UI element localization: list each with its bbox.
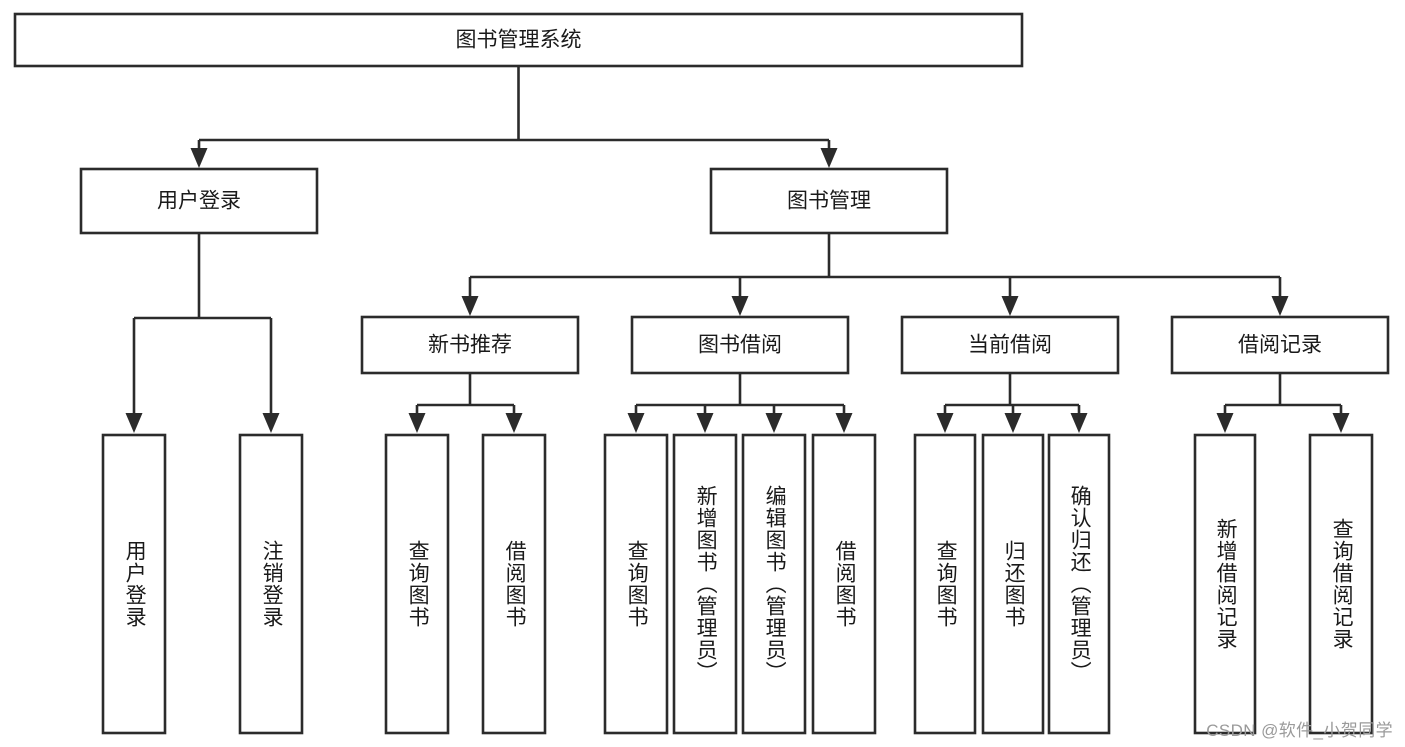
leaf-borrow-book-1-box[interactable]: [481, 433, 547, 735]
level3-borrow-record-label: 借阅记录: [1238, 334, 1322, 357]
watermark-text: CSDN @软件_小贺同学: [1206, 721, 1393, 740]
leaf-query-book-2-box[interactable]: [603, 433, 669, 735]
arrow-head-icon: [731, 296, 749, 316]
leaf-user-logout-box[interactable]: [238, 433, 304, 735]
leaf-confirm-return-admin-box[interactable]: [1047, 433, 1111, 735]
arrow-head-icon: [765, 413, 783, 433]
leaf-return-book-box[interactable]: [981, 433, 1045, 735]
level3-current-borrow-label: 当前借阅: [968, 334, 1052, 357]
leaf-edit-book-admin-box[interactable]: [741, 433, 807, 735]
connector-layer: [125, 66, 1350, 433]
arrow-head-icon: [835, 413, 853, 433]
arrow-head-icon: [125, 413, 143, 433]
leaf-add-book-admin-box[interactable]: [672, 433, 738, 735]
arrow-head-icon: [627, 413, 645, 433]
arrow-head-icon: [820, 148, 838, 168]
arrow-head-icon: [1004, 413, 1022, 433]
level2-user-login-box[interactable]: [79, 167, 319, 235]
arrow-head-icon: [262, 413, 280, 433]
arrow-head-icon: [190, 148, 208, 168]
leaf-query-book-1-box[interactable]: [384, 433, 450, 735]
level3-new-book-recommend-box[interactable]: [360, 315, 580, 375]
leaf-query-book-3-box[interactable]: [913, 433, 977, 735]
arrow-head-icon: [505, 413, 523, 433]
level3-book-borrow-box[interactable]: [630, 315, 850, 375]
arrow-head-icon: [936, 413, 954, 433]
arrow-head-icon: [1332, 413, 1350, 433]
arrow-head-icon: [696, 413, 714, 433]
level3-borrow-record-box[interactable]: [1170, 315, 1390, 375]
root-node-box[interactable]: [13, 12, 1024, 68]
arrow-head-icon: [408, 413, 426, 433]
arrow-head-icon: [1216, 413, 1234, 433]
arrow-head-icon: [1070, 413, 1088, 433]
leaf-user-login-box[interactable]: [101, 433, 167, 735]
leaf-borrow-book-2-box[interactable]: [811, 433, 877, 735]
level2-user-login-label: 用户登录: [157, 190, 241, 213]
level3-current-borrow-box[interactable]: [900, 315, 1120, 375]
level2-book-manage-label: 图书管理: [787, 190, 871, 213]
arrow-head-icon: [1001, 296, 1019, 316]
arrow-head-icon: [1271, 296, 1289, 316]
leaf-add-borrow-record-box[interactable]: [1193, 433, 1257, 735]
leaf-query-borrow-record-box[interactable]: [1308, 433, 1374, 735]
arrow-head-icon: [461, 296, 479, 316]
level2-book-manage-box[interactable]: [709, 167, 949, 235]
root-node-label: 图书管理系统: [456, 29, 582, 52]
level3-new-book-recommend-label: 新书推荐: [428, 334, 512, 357]
level3-book-borrow-label: 图书借阅: [698, 334, 782, 357]
